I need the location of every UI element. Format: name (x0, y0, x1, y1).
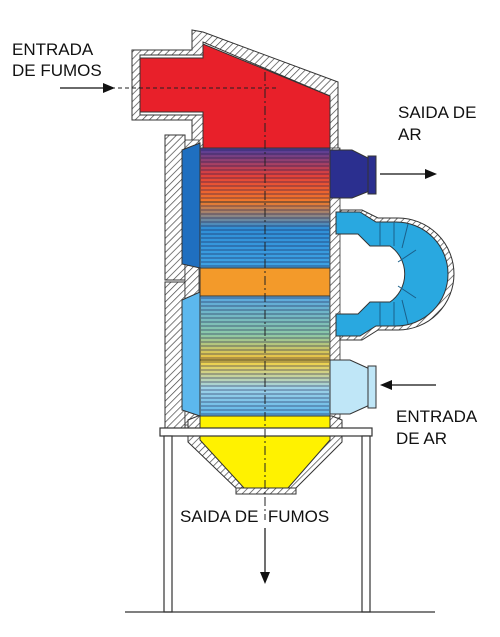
air-inlet-label-line2: DE AR (396, 429, 447, 448)
air-inlet-label-line1: ENTRADA (396, 407, 478, 426)
air-inlet-box (329, 359, 377, 415)
smoke-out-arrow (260, 528, 270, 584)
lower-side-box (181, 291, 201, 417)
smoke-in-arrow (60, 83, 115, 93)
air-out-arrow (380, 169, 437, 179)
smoke-outlet-label: SAIDA DE FUMOS (180, 507, 329, 526)
smoke-inlet-label-line1: ENTRADA (12, 40, 94, 59)
air-in-arrow (380, 380, 436, 390)
upper-side-box (181, 142, 201, 269)
smoke-inlet-label-line2: DE FUMOS (12, 61, 102, 80)
air-outlet-label-line2: AR (398, 125, 422, 144)
air-outlet-box (329, 149, 377, 199)
hot-gas-inlet (139, 43, 331, 151)
air-outlet-label-line1: SAIDA DE (398, 103, 476, 122)
smoke-inlet-hood (131, 29, 339, 151)
air-return-duct (335, 209, 455, 341)
